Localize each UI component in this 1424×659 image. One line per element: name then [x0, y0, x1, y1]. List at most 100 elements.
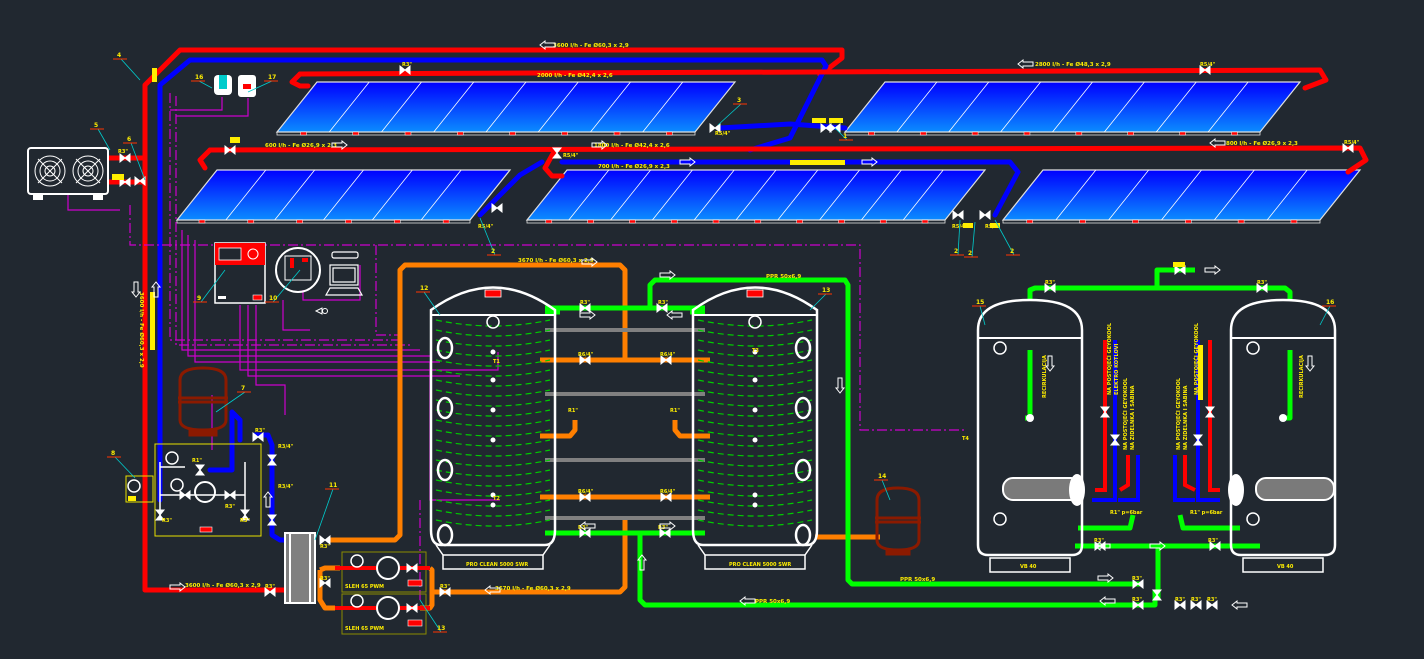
- valve-label: R6/4": [578, 352, 594, 358]
- note-kitchen-2: NA ZIDELNKA I SABINA: [1130, 385, 1136, 450]
- panel-connector: [666, 131, 673, 136]
- panel-divider: [693, 169, 735, 221]
- hot-stub: [1208, 340, 1220, 492]
- note-kitchen-4: NA ZIDELNKA I SABINA: [1183, 385, 1189, 450]
- valve-icon: [660, 354, 672, 366]
- panel-divider: [225, 169, 267, 221]
- heat-coil: [697, 379, 813, 387]
- panel-divider: [328, 81, 370, 133]
- note-kitchen-1: NA POSTOJEĆI GEYOKOOL: [1122, 377, 1129, 450]
- inspection-port: [794, 396, 812, 420]
- panel-divider: [1207, 81, 1249, 133]
- panel-connector: [1075, 131, 1083, 136]
- label-bottom-return: 3600 l/h - Fe Ø60,3 x 2,9: [185, 582, 261, 589]
- row2-center-feed: [542, 147, 565, 179]
- sensor-port: [752, 492, 758, 498]
- valve-label: R3/4": [278, 484, 294, 490]
- valve-label: R1": [192, 458, 202, 464]
- expansion-vessel-15: [875, 486, 921, 556]
- valve-icon: [319, 534, 331, 546]
- cold-stub: [1092, 340, 1117, 502]
- valve-label: R5/4": [715, 131, 731, 137]
- valve-label: R1": [568, 408, 578, 414]
- flow-arrow-icon: [484, 584, 501, 596]
- label-row1-left: 2000 l/h - Fe Ø42,4 x 2,6: [537, 72, 613, 79]
- pipe-labels: 3600 l/h - Fe Ø60,3 x 2,9 2000 l/h - Fe …: [138, 42, 1298, 605]
- panel-connector: [712, 219, 720, 224]
- panel-connector: [613, 131, 621, 136]
- sensor-port: [752, 407, 758, 413]
- flow-arrows: [130, 39, 1316, 611]
- panel-connector: [868, 131, 875, 136]
- valve-label: R3": [1191, 597, 1201, 603]
- heat-coil: [435, 449, 551, 457]
- valve-label: R5/4": [1344, 140, 1360, 146]
- panel-connector: [1079, 219, 1086, 224]
- sensor-port: [752, 377, 758, 383]
- callout-number: 16: [195, 74, 203, 81]
- leader-line: [198, 80, 213, 89]
- valve-label: R3": [1094, 538, 1104, 544]
- dhw-left-name: VB 40: [1020, 564, 1037, 570]
- callout-number: 2: [954, 248, 958, 255]
- fan-icon: [72, 155, 104, 187]
- label-vertical-riser: 3600 l/h - Fe Ø60,3 x 2,9: [138, 292, 145, 368]
- flow-arrow-icon: [666, 309, 683, 321]
- valve-label: R1" p=6bar: [1110, 510, 1143, 516]
- valve-icon: [1256, 282, 1268, 294]
- valve-icon: [1132, 578, 1144, 590]
- dry-cooler: [27, 147, 109, 200]
- panel-connector: [1179, 131, 1186, 136]
- flow-arrow-icon: [1099, 595, 1116, 607]
- hot-main-pipe: [142, 47, 845, 593]
- valve-label: R1" p=6bar: [1190, 510, 1223, 516]
- panel-divider: [652, 169, 693, 221]
- valve-label: R6/4": [660, 489, 676, 495]
- heat-coil: [697, 429, 813, 437]
- air-vent-17: [214, 75, 232, 95]
- heat-coil: [435, 379, 551, 387]
- valve-icon: [224, 489, 236, 501]
- storage-t1: [540, 420, 578, 439]
- hot-stub: [1183, 455, 1196, 492]
- panel-connector: [754, 219, 762, 224]
- fan-icon: [34, 155, 66, 187]
- panel-divider: [861, 169, 902, 221]
- sensor-t1: T1: [493, 359, 500, 365]
- valve-label: R3": [1257, 280, 1267, 286]
- flow-arrow-icon: [591, 139, 608, 151]
- valve-icon: [1206, 599, 1218, 611]
- label-dhw-top: PPR 50x6,9: [766, 274, 801, 280]
- hot-stub: [1118, 455, 1130, 492]
- heat-coil: [697, 439, 813, 447]
- flow-arrow-icon: [659, 269, 676, 281]
- note-boiler-1: NA POSTOJEĆI GEYOKOOL: [1106, 322, 1113, 395]
- note-boiler-2: ELEKTRO KOTLOVI: [1114, 344, 1120, 395]
- panel-divider: [1161, 169, 1202, 221]
- heat-coil: [435, 519, 551, 527]
- heat-coil: [697, 509, 813, 517]
- valve-label: R3": [162, 518, 172, 524]
- tank-feet: [435, 544, 551, 556]
- leader-line: [1319, 305, 1331, 326]
- heat-coil: [435, 359, 551, 367]
- buffer-left-name: PRO CLEAN 5000 SWR: [466, 562, 528, 568]
- cold-stub: [1173, 455, 1195, 502]
- collector-arrays: [175, 81, 1362, 224]
- leader-line: [419, 599, 442, 633]
- heat-coil: [697, 319, 813, 327]
- flow-arrow-icon: [130, 281, 142, 298]
- pump-label: SLEH 65 PWM: [345, 626, 384, 632]
- panel-connector: [1023, 131, 1031, 136]
- tank-base: [989, 557, 1071, 573]
- inspection-port: [436, 458, 454, 482]
- valve-label: R3": [1207, 597, 1217, 603]
- storage-pumps: SLEH 65 PWM SLEH 65 PWM: [335, 551, 430, 635]
- leader-line: [994, 219, 1015, 256]
- buffer-tanks: [429, 286, 819, 570]
- valve-icon: [179, 489, 191, 501]
- panel-connector: [345, 219, 352, 224]
- panel-divider: [433, 81, 475, 133]
- label-row1-right: 2800 l/h - Fe Ø48,3 x 2,9: [1035, 61, 1111, 68]
- heat-coil: [435, 399, 551, 407]
